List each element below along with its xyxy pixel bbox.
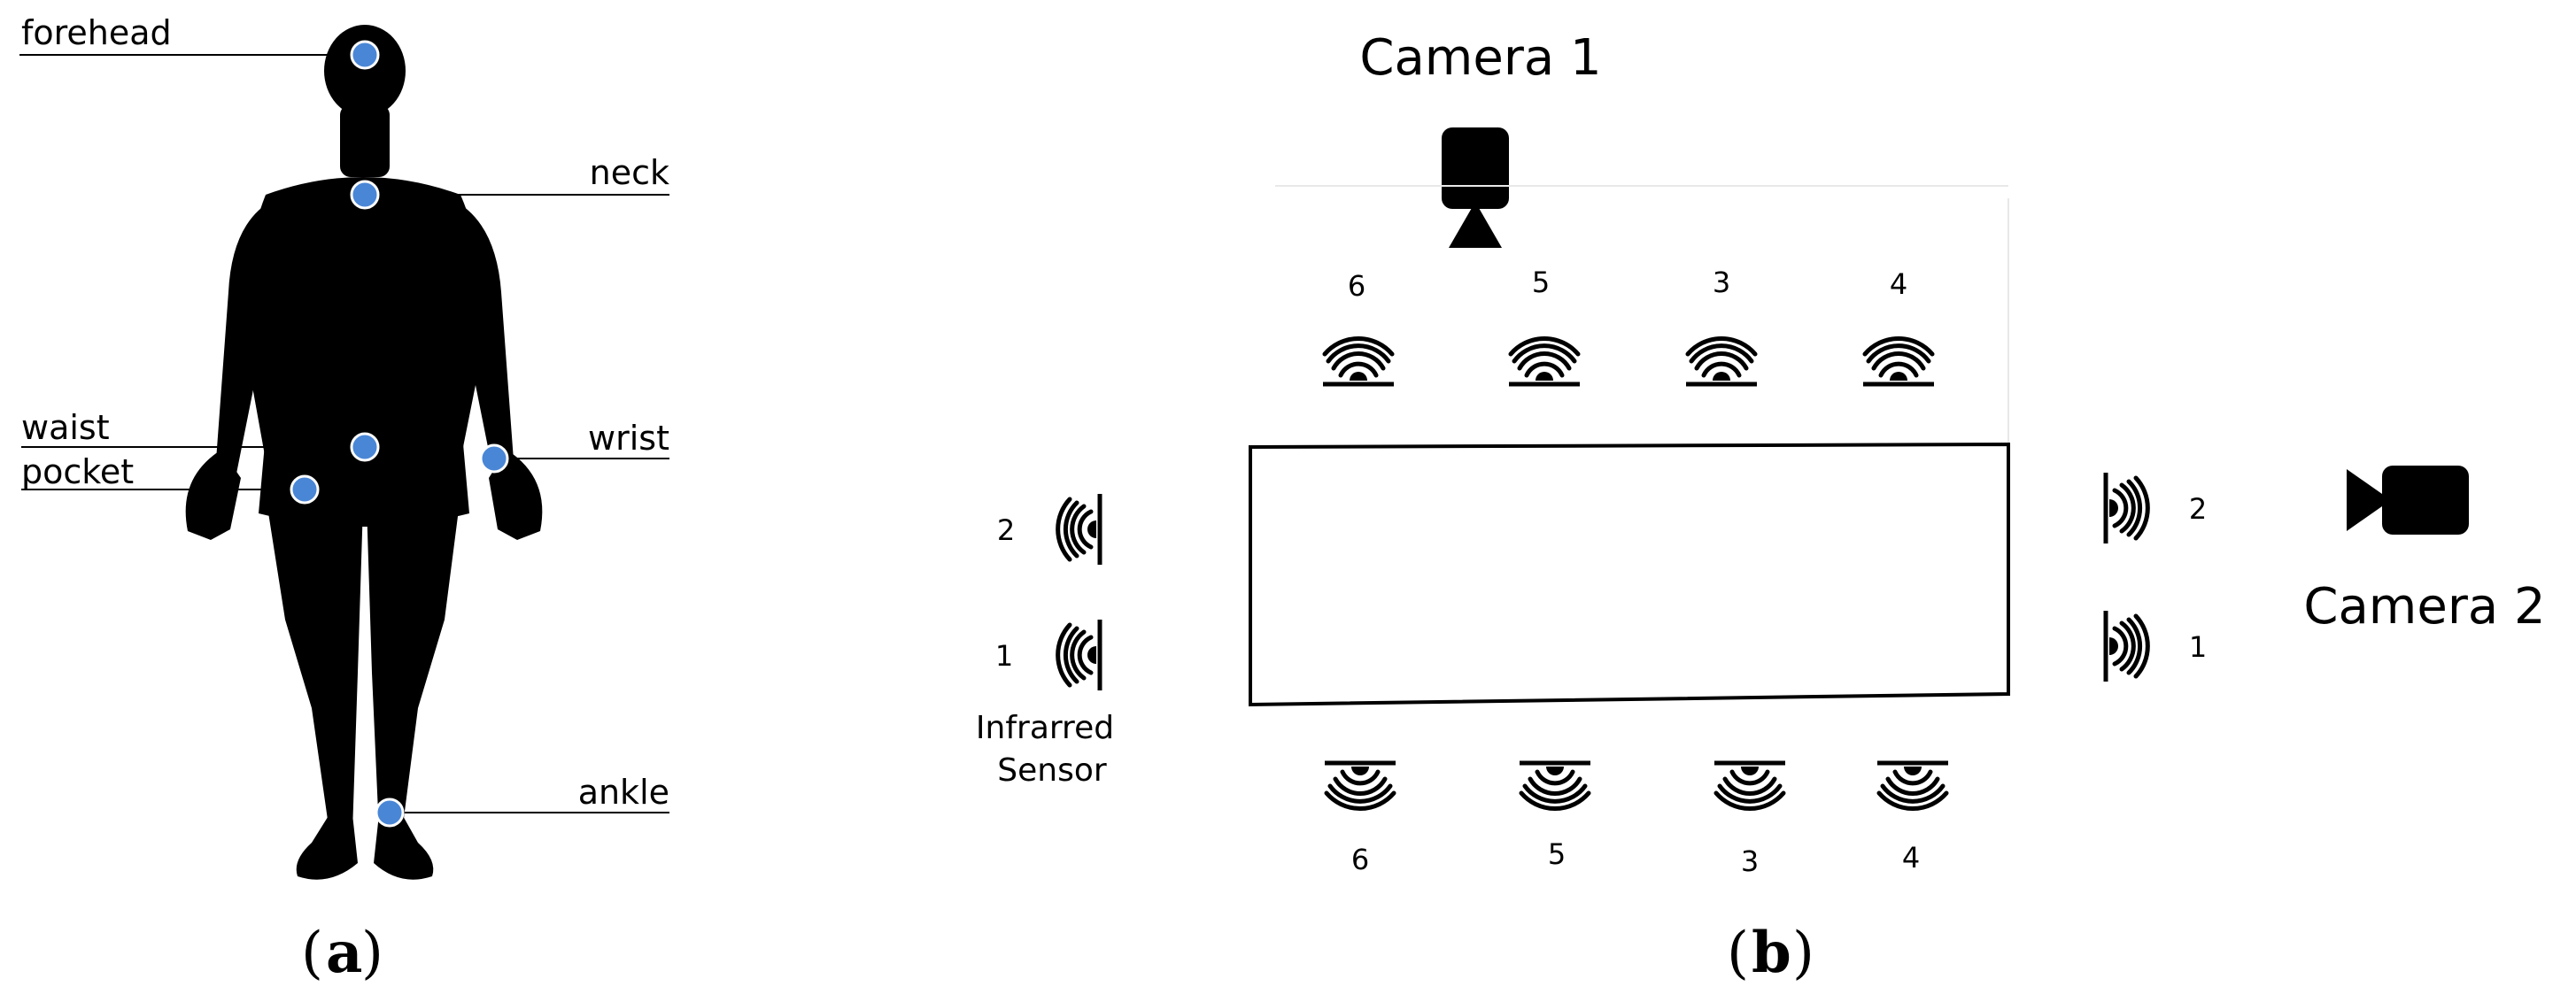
right-sensor-1 <box>2103 611 2150 682</box>
bottom-sensor-4-number: 4 <box>1902 841 1920 875</box>
right-sensor-column: 2 1 <box>2103 473 2207 682</box>
right-sensor-2 <box>2103 473 2150 543</box>
label-ankle: ankle <box>578 773 669 812</box>
label-wrist: wrist <box>588 419 669 458</box>
room-area <box>1249 442 2010 707</box>
camera-2-icon <box>2347 466 2469 535</box>
forehead-sensor-dot <box>350 40 380 70</box>
wrist-sensor-dot <box>479 443 509 474</box>
left-sensor-2 <box>1056 494 1102 565</box>
top-sensor-3-number: 3 <box>1713 266 1730 299</box>
caption-a-close: ) <box>361 921 383 986</box>
top-sensor-6-number: 6 <box>1348 269 1365 303</box>
bottom-sensor-3 <box>1713 760 1786 811</box>
human-silhouette <box>185 25 543 880</box>
bottom-sensor-5-number: 5 <box>1548 837 1566 871</box>
caption-b-close: ) <box>1792 921 1814 986</box>
right-sensor-2-number: 2 <box>2189 492 2207 526</box>
infrared-sensor-label-line1: Infrarred <box>976 710 1114 746</box>
left-sensor-column: 2 1 Infrarred Sensor <box>976 494 1114 789</box>
caption-b-open: ( <box>1727 921 1749 986</box>
camera-1-label: Camera 1 <box>1359 29 1601 87</box>
top-sensor-5-number: 5 <box>1532 266 1550 299</box>
bottom-sensor-3-number: 3 <box>1741 844 1759 878</box>
label-waist: waist <box>21 408 110 447</box>
left-sensor-1 <box>1056 620 1102 690</box>
neck-sensor-dot <box>350 180 380 210</box>
left-sensor-1-number: 1 <box>995 639 1013 673</box>
caption-a-letter: a <box>326 920 362 986</box>
bottom-sensor-6 <box>1324 760 1396 811</box>
top-sensor-4-number: 4 <box>1890 267 1907 301</box>
ankle-sensor-dot <box>375 798 405 828</box>
top-sensor-row: 6 5 3 4 <box>1322 266 1935 387</box>
bottom-sensor-6-number: 6 <box>1351 843 1369 876</box>
bottom-sensor-4 <box>1876 760 1949 811</box>
caption-a: ( a ) <box>301 920 383 986</box>
top-sensor-3 <box>1685 336 1758 387</box>
top-sensor-5 <box>1508 336 1581 387</box>
pocket-sensor-dot <box>290 474 320 505</box>
camera-1-icon <box>1442 127 1509 248</box>
waist-sensor-dot <box>350 432 380 462</box>
top-sensor-6 <box>1322 336 1395 387</box>
camera-2-label: Camera 2 <box>2303 578 2545 636</box>
infrared-sensor-label-line2: Sensor <box>997 752 1107 789</box>
caption-b: ( b ) <box>1727 920 1814 986</box>
top-sensor-4 <box>1862 336 1935 387</box>
label-forehead: forehead <box>21 13 172 52</box>
right-sensor-1-number: 1 <box>2189 630 2207 664</box>
label-neck: neck <box>590 153 669 192</box>
bottom-sensor-5 <box>1519 760 1591 811</box>
left-sensor-2-number: 2 <box>997 513 1015 547</box>
panel-a: forehead neck waist pocket wrist ankle (… <box>19 13 669 986</box>
bottom-sensor-row: 6 5 3 4 <box>1324 760 1949 878</box>
caption-a-open: ( <box>301 921 323 986</box>
label-pocket: pocket <box>21 452 134 491</box>
panel-b: Camera 1 <box>976 29 2546 986</box>
caption-b-letter: b <box>1752 920 1791 986</box>
